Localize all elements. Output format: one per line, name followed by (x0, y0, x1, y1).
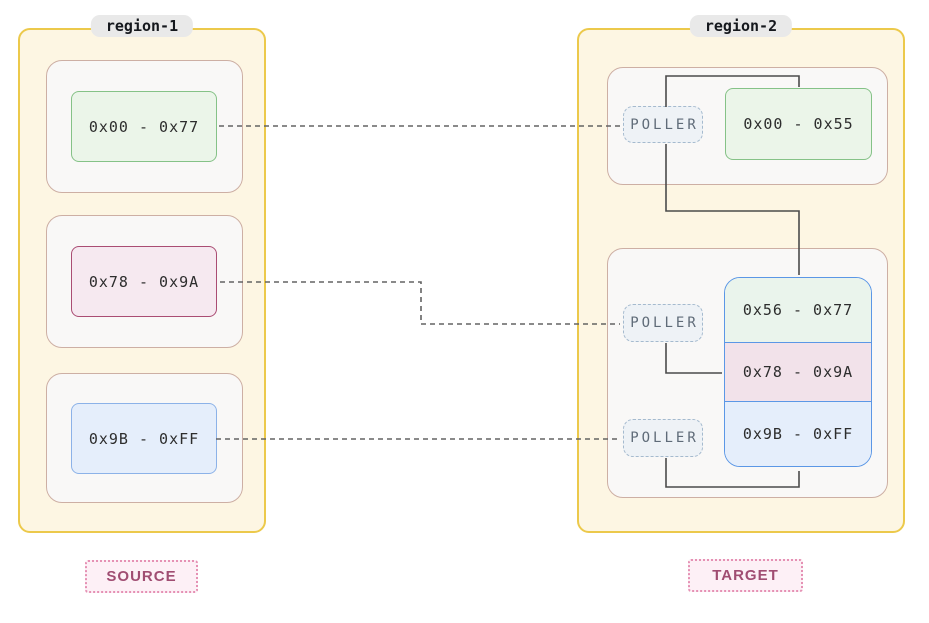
source-slot-2: 0x78 - 0x9A (46, 215, 243, 348)
target-slot-bottom: POLLER POLLER 0x56 - 0x77 0x78 - 0x9A 0x… (607, 248, 888, 498)
source-range-block-3: 0x9B - 0xFF (71, 403, 217, 474)
source-slot-3: 0x9B - 0xFF (46, 373, 243, 503)
target-stack-segment-2: 0x78 - 0x9A (725, 341, 871, 402)
arrow-source2-to-poller2 (220, 281, 620, 325)
poller-node-2: POLLER (623, 304, 703, 342)
source-range-block-2: 0x78 - 0x9A (71, 246, 217, 317)
target-stack-segment-1: 0x56 - 0x77 (725, 278, 871, 342)
poller-node-1: POLLER (623, 106, 703, 143)
source-range-block-1: 0x00 - 0x77 (71, 91, 217, 162)
poller-node-3: POLLER (623, 419, 703, 457)
region-source-container: region-1 0x00 - 0x77 0x78 - 0x9A 0x9B - … (18, 15, 266, 533)
region-source-title: region-1 (90, 15, 194, 37)
region-target-container: region-2 POLLER 0x00 - 0x55 POLLER POLLE… (577, 15, 905, 533)
source-tag: SOURCE (85, 560, 198, 593)
source-slot-1: 0x00 - 0x77 (46, 60, 243, 193)
target-range-block-top: 0x00 - 0x55 (725, 88, 872, 160)
target-tag: TARGET (688, 559, 803, 592)
region-target-title: region-2 (689, 15, 793, 37)
target-slot-top: POLLER 0x00 - 0x55 (607, 67, 888, 185)
target-stack-segment-3: 0x9B - 0xFF (725, 401, 871, 466)
target-range-stack: 0x56 - 0x77 0x78 - 0x9A 0x9B - 0xFF (724, 277, 872, 467)
